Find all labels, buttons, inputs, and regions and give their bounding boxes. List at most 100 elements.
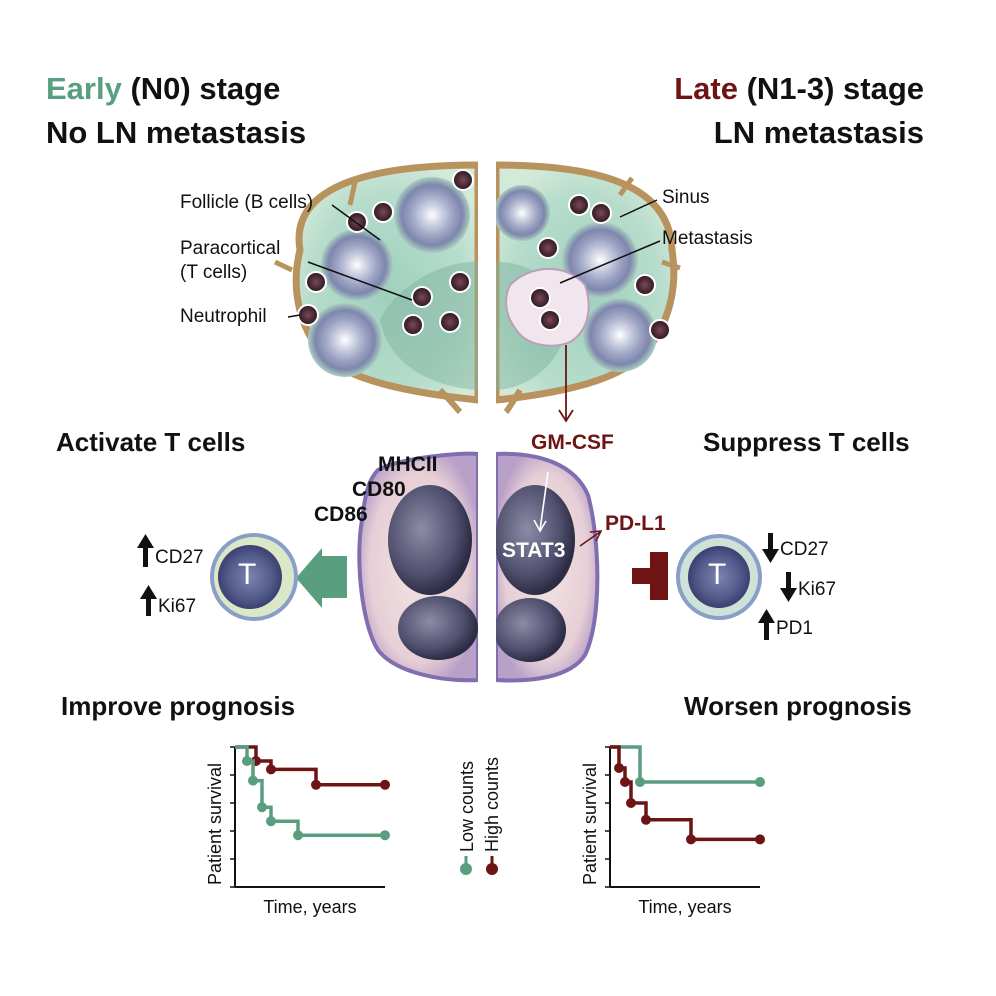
km-ylabel: Patient survival xyxy=(205,763,225,885)
early-word: Early xyxy=(46,71,122,106)
improve-prognosis-heading: Improve prognosis xyxy=(61,691,296,721)
neutrophil-cell xyxy=(529,287,551,309)
neutrophil-cell xyxy=(449,271,471,293)
legend-high-label: High counts xyxy=(482,757,502,852)
km-censor-point xyxy=(641,814,651,825)
follicle-label: Follicle (B cells) xyxy=(180,192,314,213)
metastasis-region xyxy=(505,267,590,347)
km-censor-point xyxy=(755,777,765,787)
km-censor-point xyxy=(311,779,321,790)
neutrophil-cell xyxy=(372,201,394,223)
km-censor-point xyxy=(635,777,645,787)
neutrophil-cell xyxy=(649,319,671,341)
neutrophil-cell xyxy=(402,314,424,336)
mhcii-label: MHCII xyxy=(378,453,438,476)
km-censor-point xyxy=(293,830,303,841)
sinus-label: Sinus xyxy=(662,187,710,208)
km-censor-point xyxy=(626,798,636,808)
paracortical-leader xyxy=(307,261,413,301)
neutrophil-label: Neutrophil xyxy=(180,306,267,327)
legend-high-counts-marker xyxy=(486,856,498,875)
neutrophil-cell xyxy=(537,237,559,259)
activate-t-cells-heading: Activate T cells xyxy=(56,427,246,457)
follicle-circle xyxy=(583,298,657,372)
km-censor-point xyxy=(614,763,624,773)
km-xlabel: Time, years xyxy=(263,897,356,917)
follicle-circle xyxy=(394,177,470,253)
nucleus-lobe xyxy=(494,598,566,662)
neutrophil-group xyxy=(297,169,671,341)
km-censor-point xyxy=(380,779,390,790)
sinus-leader xyxy=(619,199,658,218)
km-censor-point xyxy=(242,756,252,766)
metastasis-leader xyxy=(559,240,661,284)
left-stage-title: Early (N0) stage xyxy=(46,70,280,108)
t-cell-right-letter: T xyxy=(708,558,727,591)
pdl1-label: PD-L1 xyxy=(605,512,666,535)
left-stage-subtitle: No LN metastasis xyxy=(46,115,307,150)
activate-arrow xyxy=(296,548,347,608)
nucleus-lobe xyxy=(495,485,575,595)
right-stage-title: Late (N1-3) stage xyxy=(674,70,924,108)
cd86-label: CD86 xyxy=(314,503,368,526)
right-marker-pd1: PD1 xyxy=(776,618,813,639)
km-censor-point xyxy=(257,802,267,813)
gmcsf-label: GM-CSF xyxy=(531,431,614,454)
follicle-leader xyxy=(331,204,381,241)
km-censor-point xyxy=(620,777,630,787)
paracortical-label-2: (T cells) xyxy=(180,262,248,283)
paracortical-label: Paracortical xyxy=(180,238,281,259)
neutrophil-cell xyxy=(539,309,561,331)
neutrophil-cell xyxy=(568,194,590,216)
left-marker-ki67: Ki67 xyxy=(158,596,197,617)
follicle-circle xyxy=(308,303,382,377)
stat3-label: STAT3 xyxy=(502,539,566,562)
neutrophil-cell xyxy=(411,286,433,308)
down-arrow-icon xyxy=(780,572,797,602)
suppress-block xyxy=(650,552,668,600)
km-series-line xyxy=(610,745,760,784)
right-stage-subtitle: LN metastasis xyxy=(713,115,924,150)
right-marker-ki67: Ki67 xyxy=(798,579,837,600)
neutrophil-cell xyxy=(634,274,656,296)
left-stage-rest: (N0) stage xyxy=(121,71,281,106)
neutrophil-cell xyxy=(452,169,474,191)
neutrophil-cell xyxy=(439,311,461,333)
left-marker-cd27: CD27 xyxy=(155,547,204,568)
km-xlabel: Time, years xyxy=(638,897,731,917)
neutrophil-cell xyxy=(590,202,612,224)
km-series-line xyxy=(610,745,760,842)
km-censor-point xyxy=(380,830,390,841)
right-stage-rest: (N1-3) stage xyxy=(737,71,924,106)
up-arrow-icon xyxy=(758,609,775,640)
follicle-circle xyxy=(562,222,638,298)
km-censor-point xyxy=(266,764,276,775)
down-arrow-icon xyxy=(762,533,779,563)
t-cell-left-letter: T xyxy=(238,558,257,591)
km-censor-point xyxy=(248,775,258,786)
nucleus-lobe xyxy=(388,485,472,595)
suppress-t-cells-heading: Suppress T cells xyxy=(703,427,910,457)
km-censor-point xyxy=(266,816,276,827)
nucleus-lobe xyxy=(398,596,478,660)
up-arrow-icon xyxy=(137,534,154,567)
neutrophil-cell xyxy=(297,304,319,326)
right-marker-cd27: CD27 xyxy=(780,539,829,560)
km-ylabel: Patient survival xyxy=(580,763,600,885)
metastasis-label: Metastasis xyxy=(662,228,753,249)
late-word: Late xyxy=(674,71,738,106)
follicle-circle xyxy=(321,229,393,301)
legend-low-counts-marker xyxy=(460,856,472,875)
survival-legend: Low counts High counts xyxy=(457,757,502,875)
cd80-label: CD80 xyxy=(352,478,406,501)
worsen-prognosis-heading: Worsen prognosis xyxy=(684,691,912,721)
km-censor-point xyxy=(686,834,696,845)
neutrophil-leader xyxy=(287,314,301,318)
neutrophil-cell xyxy=(305,271,327,293)
follicle-circle xyxy=(494,185,550,241)
km-censor-point xyxy=(755,834,765,845)
legend-low-label: Low counts xyxy=(457,761,477,852)
